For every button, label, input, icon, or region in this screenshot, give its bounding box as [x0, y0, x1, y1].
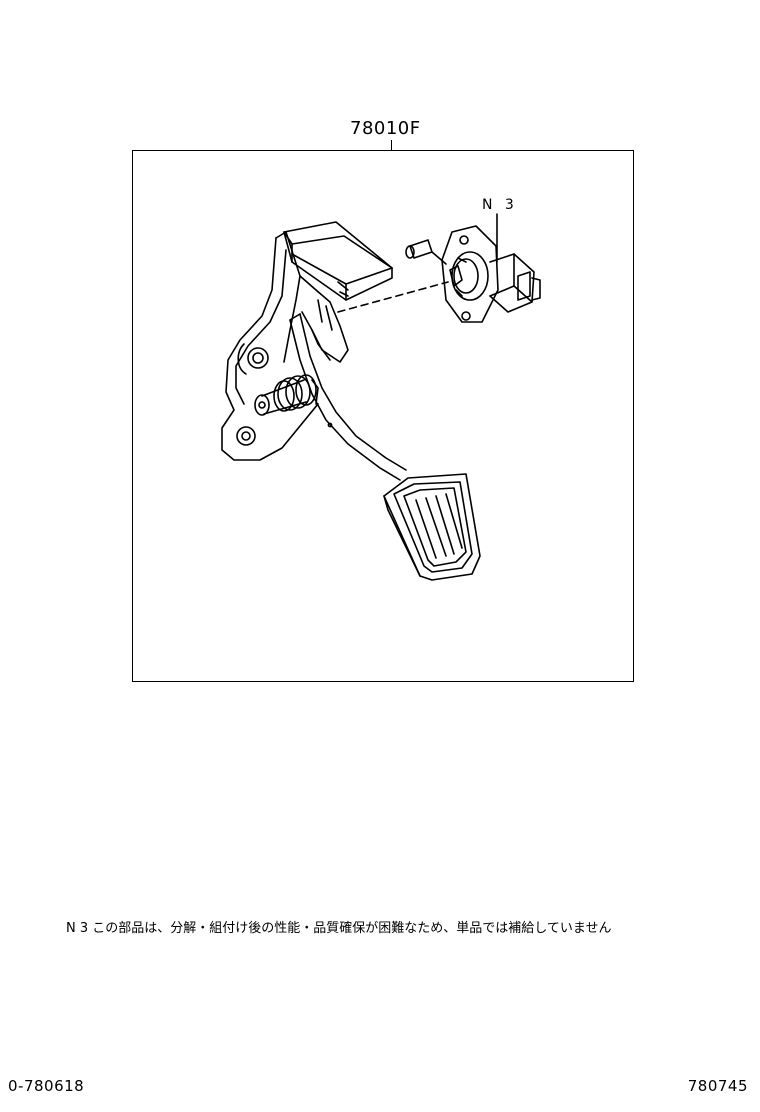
- mounting-pin-icon: [405, 239, 447, 265]
- assembly-guide-line: [337, 281, 449, 313]
- illustration-code-right: 780745: [687, 1077, 748, 1095]
- sensor-callout-label: N 3: [482, 197, 518, 213]
- part-number-leader-line: [391, 140, 392, 151]
- parts-note: N 3 この部品は、分解・組付け後の性能・品質確保が困難なため、単品では補給して…: [66, 921, 612, 936]
- assembly-part-number: 78010F: [350, 118, 421, 139]
- assembly-frame: [132, 150, 634, 682]
- illustration-code-left: 0-780618: [8, 1077, 85, 1095]
- sensor-icon: [441, 213, 541, 323]
- accelerator-pedal-icon: [221, 221, 481, 581]
